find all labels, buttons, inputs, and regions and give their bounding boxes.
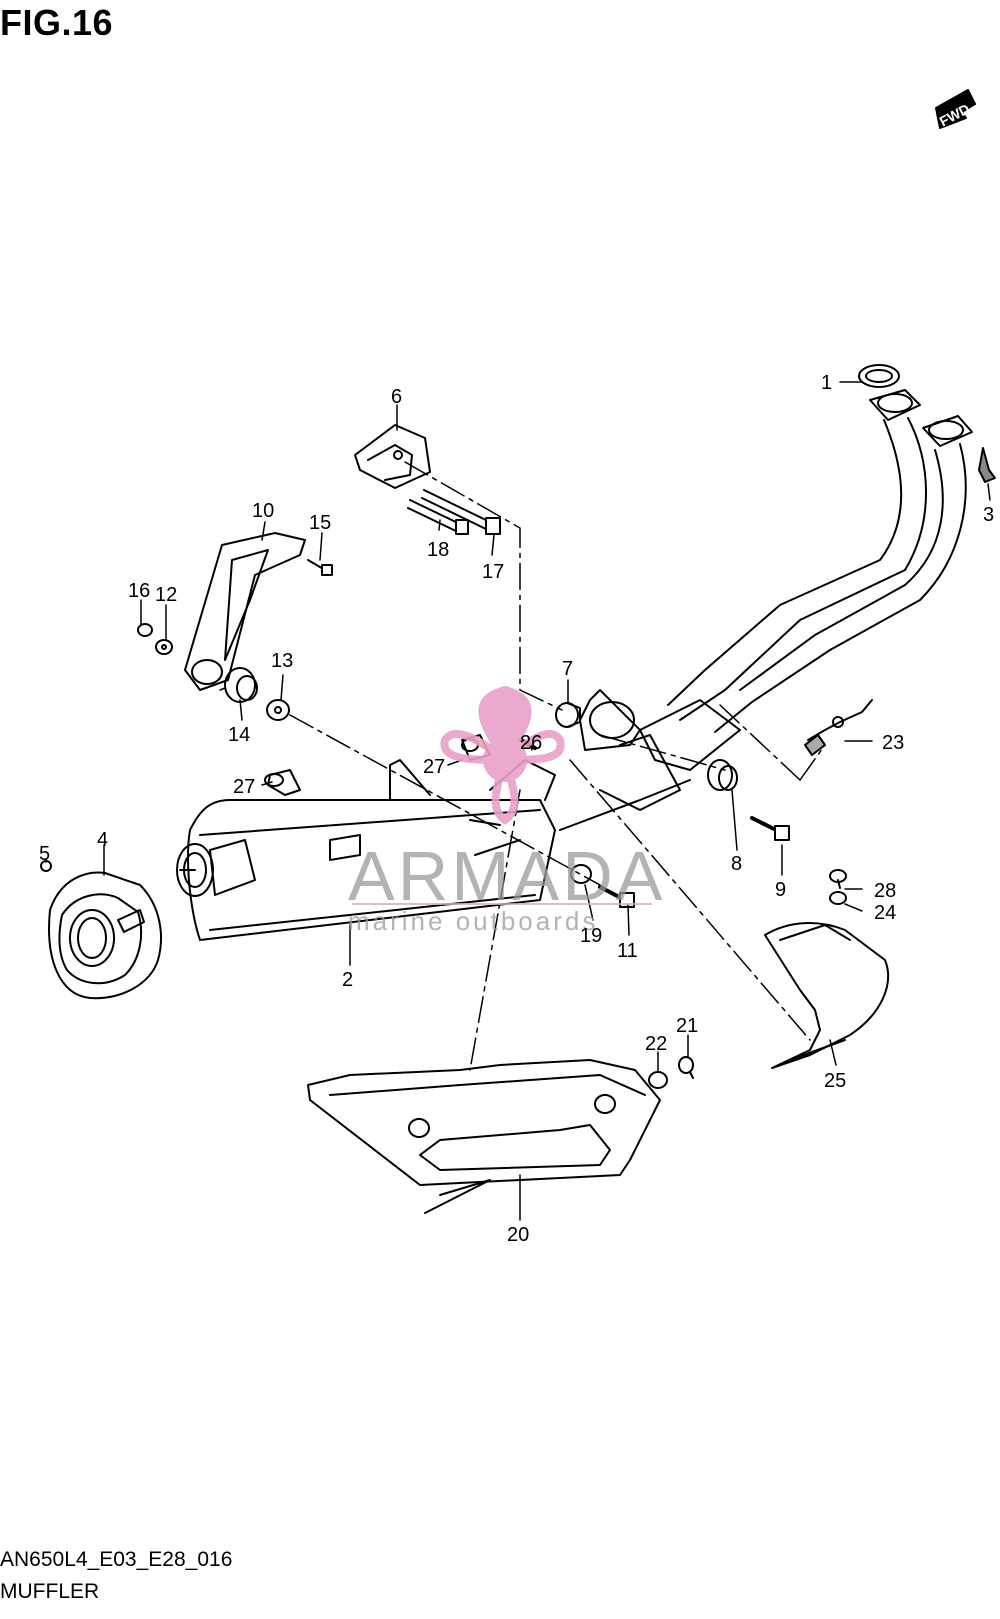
oxygen-sensor-part[interactable] [804, 699, 873, 756]
exhaust-pipe-part[interactable] [559, 389, 973, 831]
callout-28: 28 [874, 880, 896, 902]
callout-13: 13 [271, 650, 293, 672]
armada-watermark: ARMADA marine outboards [348, 685, 665, 936]
callout-2: 2 [342, 969, 353, 991]
nut-24-part[interactable] [829, 891, 847, 905]
leader-lines [45, 381, 991, 1221]
callout-23: 23 [882, 732, 904, 754]
callout-26: 26 [520, 732, 542, 754]
bolt-15-part[interactable] [307, 559, 333, 576]
callout-8: 8 [731, 853, 742, 875]
bush-14-part[interactable] [224, 667, 258, 703]
bolt-21-part[interactable] [678, 1056, 694, 1079]
callout-labels: 1 2 3 4 5 6 7 8 9 10 11 12 13 14 15 16 1… [39, 372, 994, 1246]
callout-18: 18 [427, 539, 449, 561]
diagram-name: MUFFLER [0, 1580, 100, 1603]
watermark-logo-icon [440, 685, 565, 825]
bush-8-part[interactable] [707, 759, 738, 791]
nut-22-part[interactable] [648, 1071, 668, 1089]
washer-19-part[interactable] [570, 864, 592, 884]
bracket-6-part[interactable] [354, 424, 431, 489]
assembly-lines [219, 461, 826, 1071]
callout-27-upper: 27 [423, 756, 445, 778]
callout-16: 16 [128, 580, 150, 602]
callout-15: 15 [309, 512, 331, 534]
callout-7: 7 [562, 658, 573, 680]
stud-bolt-part[interactable] [978, 447, 996, 483]
callout-4: 4 [97, 829, 108, 851]
callout-11: 11 [617, 940, 638, 962]
bolt-28-part[interactable] [829, 869, 847, 889]
spacer-7-part[interactable] [555, 702, 581, 728]
callout-5: 5 [39, 843, 50, 865]
heat-shield-part[interactable] [307, 1059, 661, 1214]
callout-22: 22 [645, 1033, 667, 1055]
callout-19: 19 [580, 925, 602, 947]
nut-16-part[interactable] [137, 623, 153, 637]
muffler-body-part[interactable] [176, 759, 556, 941]
callout-14: 14 [228, 724, 250, 746]
cover-25-part[interactable] [764, 922, 890, 1069]
bracket-10-part[interactable] [184, 532, 306, 691]
diagram-code: AN650L4_E03_E28_016 [0, 1548, 233, 1571]
callout-6: 6 [391, 386, 402, 408]
watermark-brand: ARMADA [348, 837, 665, 915]
callout-27-lower: 27 [233, 776, 255, 798]
fwd-arrow-icon: FWD [935, 89, 976, 129]
callout-20: 20 [507, 1224, 529, 1246]
callout-10: 10 [252, 500, 274, 522]
callout-21: 21 [676, 1015, 698, 1037]
callout-24: 24 [874, 902, 896, 924]
gasket-part[interactable] [858, 364, 900, 388]
figure-title: FIG.16 [0, 2, 114, 43]
callout-1: 1 [821, 372, 832, 394]
callout-9: 9 [775, 879, 786, 901]
collar-13-part[interactable] [266, 699, 290, 721]
callout-25: 25 [824, 1070, 846, 1092]
callout-3: 3 [983, 504, 994, 526]
bolt-9-part[interactable] [750, 816, 790, 841]
bolt-18-part[interactable] [407, 499, 469, 535]
bolt-17-part[interactable] [421, 489, 501, 535]
callout-17: 17 [482, 561, 504, 583]
muffler-cover-part[interactable] [48, 871, 162, 1000]
watermark-tagline: marine outboards [348, 906, 598, 936]
callout-12: 12 [155, 584, 177, 606]
washer-12-part[interactable] [155, 639, 173, 655]
